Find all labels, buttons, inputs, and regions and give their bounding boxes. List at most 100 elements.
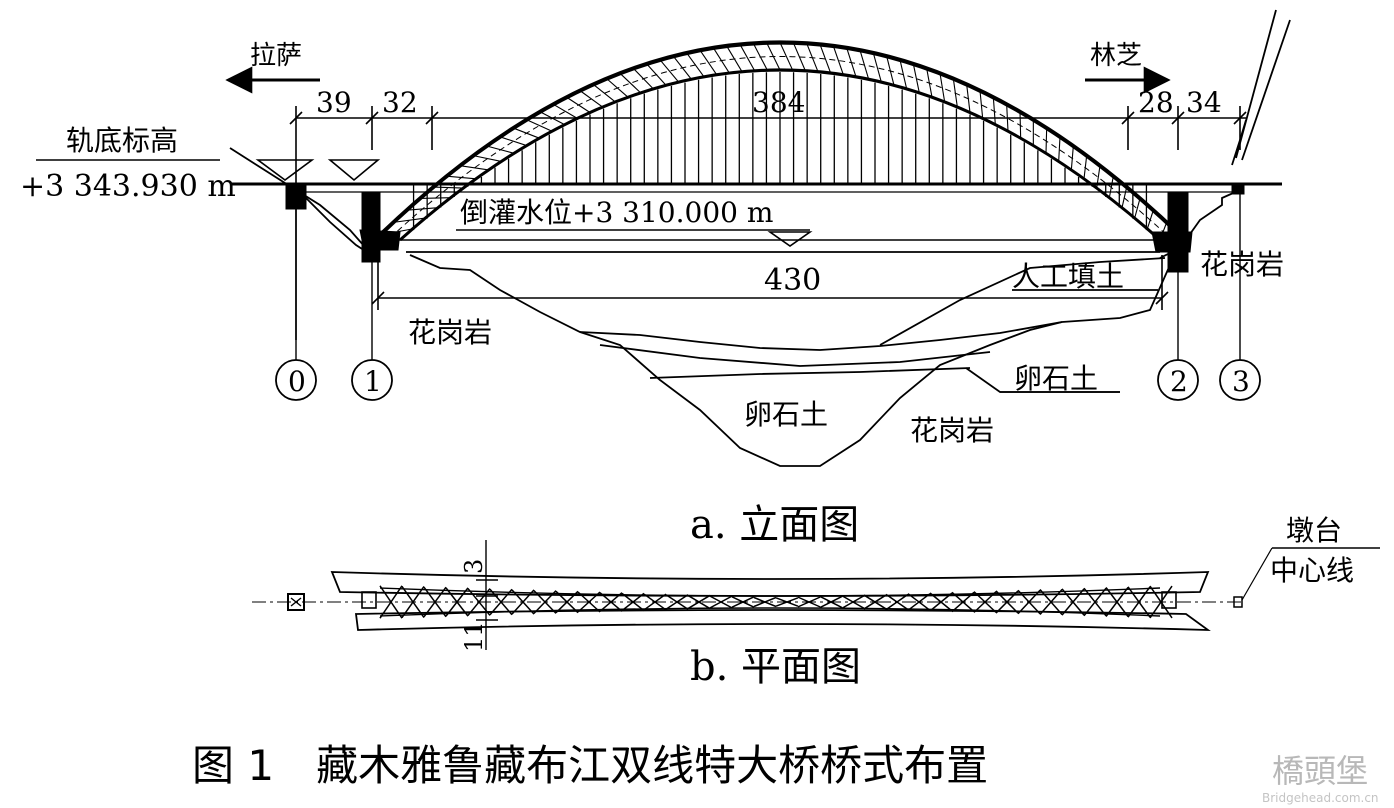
plan-brace: [929, 592, 953, 612]
arch-lattice-member: [406, 207, 439, 211]
arch-lattice-member: [1146, 210, 1154, 230]
plan-brace: [555, 590, 579, 614]
arch-lattice-member: [526, 119, 553, 132]
arch-lattice-member: [699, 49, 718, 76]
arch-lattice-member: [539, 111, 565, 126]
plan-brace: [863, 594, 887, 610]
arch-lattice-member: [1134, 198, 1141, 219]
plan-brace: [841, 595, 865, 609]
plan-brace: [951, 591, 975, 613]
arch-lattice-member: [592, 83, 616, 103]
dim-384: 384: [752, 86, 805, 119]
arch-lattice-member: [513, 127, 540, 139]
pebble-soil-right-label: 卵石土: [1014, 362, 1098, 395]
granite-bottom-label: 花岗岩: [910, 414, 994, 447]
figure-title: 图 1 藏木雅鲁藏布江双线特大桥桥式布置: [192, 741, 988, 790]
plan-dim-11: 11: [460, 621, 488, 652]
arch-lattice-member: [926, 68, 933, 98]
plan-brace: [753, 596, 777, 608]
span-dimension-line: [289, 106, 1247, 340]
arch-lattice-member: [792, 42, 806, 71]
arch-lattice-member: [739, 44, 756, 72]
arch-lattice-member: [712, 47, 730, 74]
dim-39: 39: [316, 86, 352, 119]
arch-lattice-member: [726, 45, 743, 72]
plan-dimension-ticks: [476, 540, 498, 650]
plan-brace: [1017, 589, 1041, 615]
pier-3-label: 3: [1232, 365, 1250, 398]
plan-abutment-3: [1233, 596, 1243, 608]
plan-brace: [995, 590, 1019, 614]
granite-right-label: 花岗岩: [1200, 248, 1284, 281]
arch-lattice-member: [499, 136, 527, 147]
plan-brace: [1061, 588, 1085, 616]
arch-lattice-member: [979, 90, 984, 119]
arch-lattice-member: [606, 78, 629, 98]
plan-brace: [401, 586, 425, 618]
direction-lhasa-label: 拉萨: [250, 41, 302, 71]
arch-lattice-member: [859, 50, 870, 80]
arch-lattice-member: [1058, 136, 1061, 162]
centerline-label-1: 墩台: [1286, 514, 1342, 547]
arch-lattice-member: [393, 217, 426, 223]
pier-number-circles: [275, 359, 1261, 401]
plan-brace: [533, 590, 557, 614]
water-level-label: 倒灌水位+3 310.000 m: [460, 196, 773, 229]
arch-lattice-member: [672, 55, 692, 80]
arch-lattice-member: [992, 97, 996, 125]
arch-lattice-member: [646, 63, 667, 86]
arch-lattice-member: [1019, 111, 1022, 139]
arch-lattice-member: [819, 44, 832, 74]
plan-brace: [1083, 587, 1107, 617]
plan-brace: [687, 594, 711, 610]
pier-2-label: 2: [1170, 365, 1188, 398]
rail-elevation-value: +3 343.930 m: [20, 169, 236, 204]
rail-level-label: 轨底标高: [66, 124, 178, 157]
arch-lattice-member: [1070, 145, 1074, 170]
plan-brace: [1105, 587, 1129, 617]
terrain-profile: [229, 9, 1291, 467]
watermark-brand: 橋頭堡: [1272, 752, 1368, 790]
arch-lattice-member: [886, 56, 895, 86]
arch-lattice-member: [619, 72, 642, 94]
elevation-view: [36, 9, 1291, 467]
plan-abutment-0: [287, 593, 305, 611]
pier-structures: [285, 183, 1245, 273]
dim-32: 32: [382, 86, 418, 119]
pebble-soil-center-label: 卵石土: [744, 398, 828, 431]
plan-brace: [731, 596, 755, 608]
plan-bottom-chord-outer: [354, 609, 1211, 631]
arch-lattice-member: [1121, 186, 1128, 208]
arch-lattice-member: [1096, 165, 1101, 189]
arch-lattice-member: [872, 52, 882, 83]
arch-lattice-member: [632, 67, 654, 90]
water-level-marker: [406, 229, 1160, 253]
arch-lattice-member: [1006, 104, 1009, 132]
arch-lattice-member: [1083, 155, 1088, 179]
dim-34: 34: [1186, 86, 1222, 119]
plan-brace: [577, 591, 601, 613]
arch-lattice-member: [579, 90, 603, 108]
arch-lattice-member: [912, 63, 920, 93]
plan-brace: [1127, 586, 1151, 618]
centerline-label-2: 中心线: [1270, 554, 1354, 587]
arch-lattice-member: [659, 59, 680, 83]
rail-level-marker-2: [327, 159, 381, 182]
arch-lattice-member: [779, 42, 794, 71]
arch-lattice-member: [419, 197, 451, 199]
arch-lattice-member: [1108, 176, 1114, 198]
plan-brace: [973, 591, 997, 613]
plan-inner-chord-2: [379, 607, 1161, 617]
plan-brace: [819, 595, 843, 609]
span-430: 430: [764, 263, 821, 298]
plan-brace: [709, 595, 733, 609]
plan-brace: [621, 592, 645, 612]
arch-lattice-member: [686, 52, 705, 78]
plan-brace: [885, 593, 909, 611]
plan-brace: [423, 586, 447, 618]
arch-lattice-member: [966, 84, 971, 113]
plan-brace: [907, 593, 931, 611]
arch-lattice-member: [832, 45, 844, 75]
